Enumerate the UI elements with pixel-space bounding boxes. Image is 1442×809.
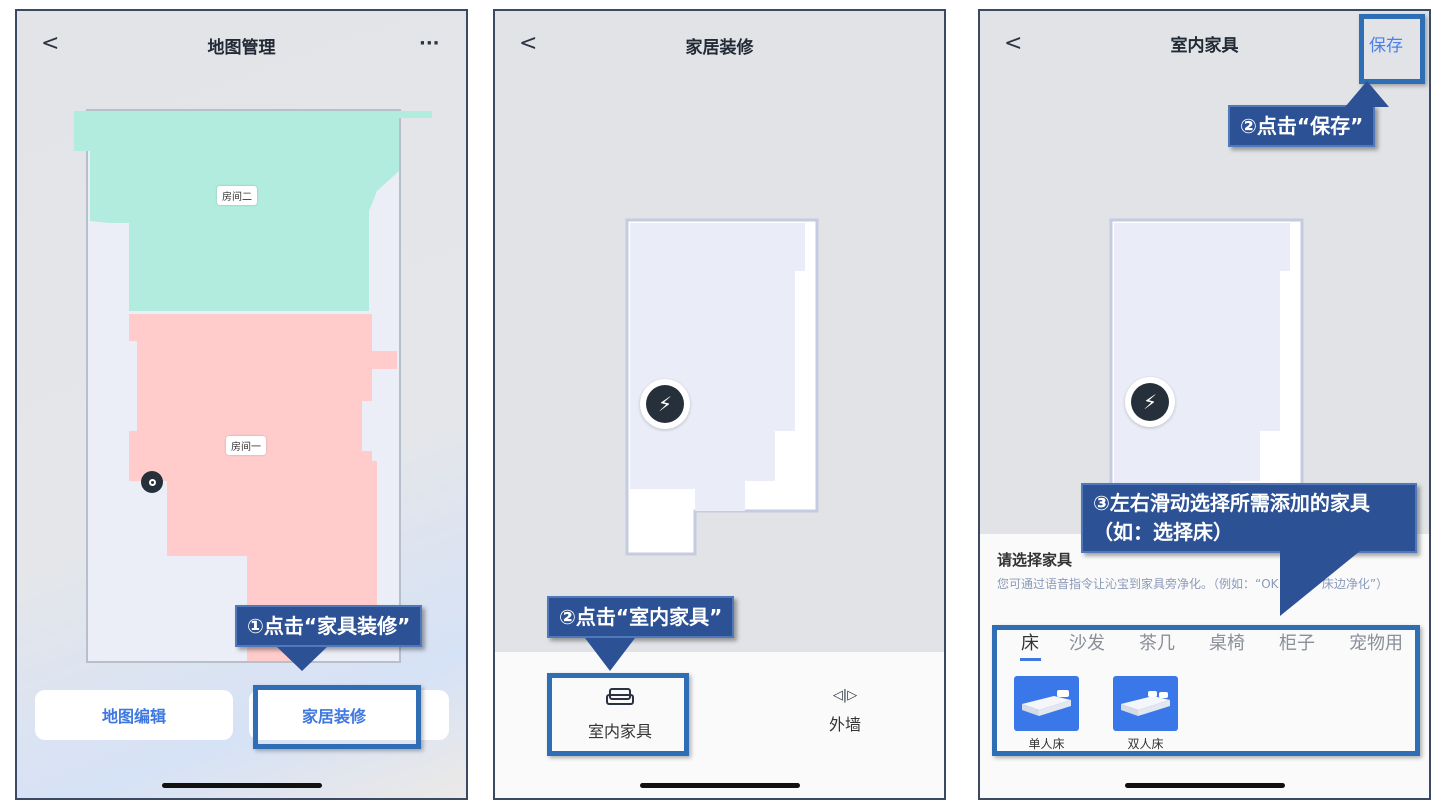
home-decoration-screen: < 家居装修 ⚡ 室内家具 ◁|▷ 外墙 ②点击“室内家具”	[493, 9, 946, 800]
highlight-box	[992, 625, 1420, 756]
sofa-icon	[606, 688, 634, 705]
wall-icon: ◁|▷	[832, 688, 858, 703]
bed-icon	[1121, 691, 1170, 716]
highlight-box	[253, 685, 421, 749]
tab-coffee-table[interactable]: 茶几	[1139, 633, 1175, 654]
callout-pointer	[277, 647, 327, 671]
floor-map	[1109, 218, 1304, 543]
save-instruction-callout: ②点击“保存”	[1228, 105, 1376, 147]
back-button[interactable]: <	[519, 31, 538, 56]
home-decoration-button[interactable]: 家居装修	[249, 690, 449, 740]
home-indicator	[1124, 783, 1285, 788]
charger-icon: ⚡	[640, 379, 690, 429]
option-label: 外墙	[828, 715, 861, 734]
callout-pointer	[585, 638, 635, 671]
room-label-2[interactable]: 房间二	[217, 186, 257, 205]
sheet-title: 请选择家具	[997, 551, 1073, 569]
map-management-screen: < 地图管理 ··· 房间二 房间一 地图编辑 家居装修 ①点击“家具装修”	[15, 9, 468, 800]
highlight-box	[1359, 14, 1425, 84]
map-edit-button[interactable]: 地图编辑	[35, 690, 233, 740]
tab-pet[interactable]: 宠物用	[1349, 633, 1403, 654]
double-bed-item[interactable]	[1113, 676, 1178, 731]
item-label: 双人床	[1127, 737, 1164, 751]
tab-cabinet[interactable]: 柜子	[1279, 633, 1315, 654]
back-button[interactable]: <	[1004, 31, 1023, 56]
room-1-area	[129, 314, 397, 661]
instruction-callout: ①点击“家具装修”	[235, 605, 423, 647]
highlight-box	[547, 673, 689, 756]
single-bed-item[interactable]	[1014, 676, 1079, 731]
home-indicator	[161, 783, 322, 788]
robot-icon	[141, 471, 163, 493]
more-menu-button[interactable]: ···	[419, 33, 440, 54]
charger-icon: ⚡	[1125, 377, 1175, 427]
indoor-furniture-option[interactable]: 室内家具	[550, 676, 690, 756]
indoor-furniture-screen: < 室内家具 保存 ②点击“保存” ⚡ 请选择家具 您可通过语音指令让沁宝到家具…	[978, 9, 1431, 800]
tab-bed[interactable]: 床	[1021, 633, 1039, 654]
floor-map[interactable]	[17, 11, 468, 800]
floor-map	[625, 218, 819, 556]
save-button[interactable]: 保存	[1369, 36, 1403, 56]
home-indicator	[639, 783, 800, 788]
active-tab-indicator	[1020, 658, 1041, 661]
tab-sofa[interactable]: 沙发	[1069, 633, 1105, 654]
tab-table-chair[interactable]: 桌椅	[1209, 633, 1245, 654]
option-label: 室内家具	[587, 722, 652, 741]
exterior-wall-option[interactable]: ◁|▷ 外墙	[775, 676, 915, 756]
page-title: 室内家具	[1170, 36, 1239, 56]
room-2-area	[74, 111, 432, 311]
room-label-1[interactable]: 房间一	[226, 436, 266, 455]
back-button[interactable]: <	[41, 31, 60, 56]
page-title: 家居装修	[685, 38, 754, 58]
item-label: 单人床	[1028, 737, 1065, 751]
select-instruction-callout: ③左右滑动选择所需添加的家具（如：选择床）	[1081, 483, 1417, 553]
bed-icon	[1022, 690, 1071, 716]
callout-pointer	[1345, 81, 1389, 107]
page-title: 地图管理	[207, 38, 276, 58]
callout-pointer	[1280, 551, 1360, 616]
instruction-callout: ②点击“室内家具”	[547, 596, 735, 638]
